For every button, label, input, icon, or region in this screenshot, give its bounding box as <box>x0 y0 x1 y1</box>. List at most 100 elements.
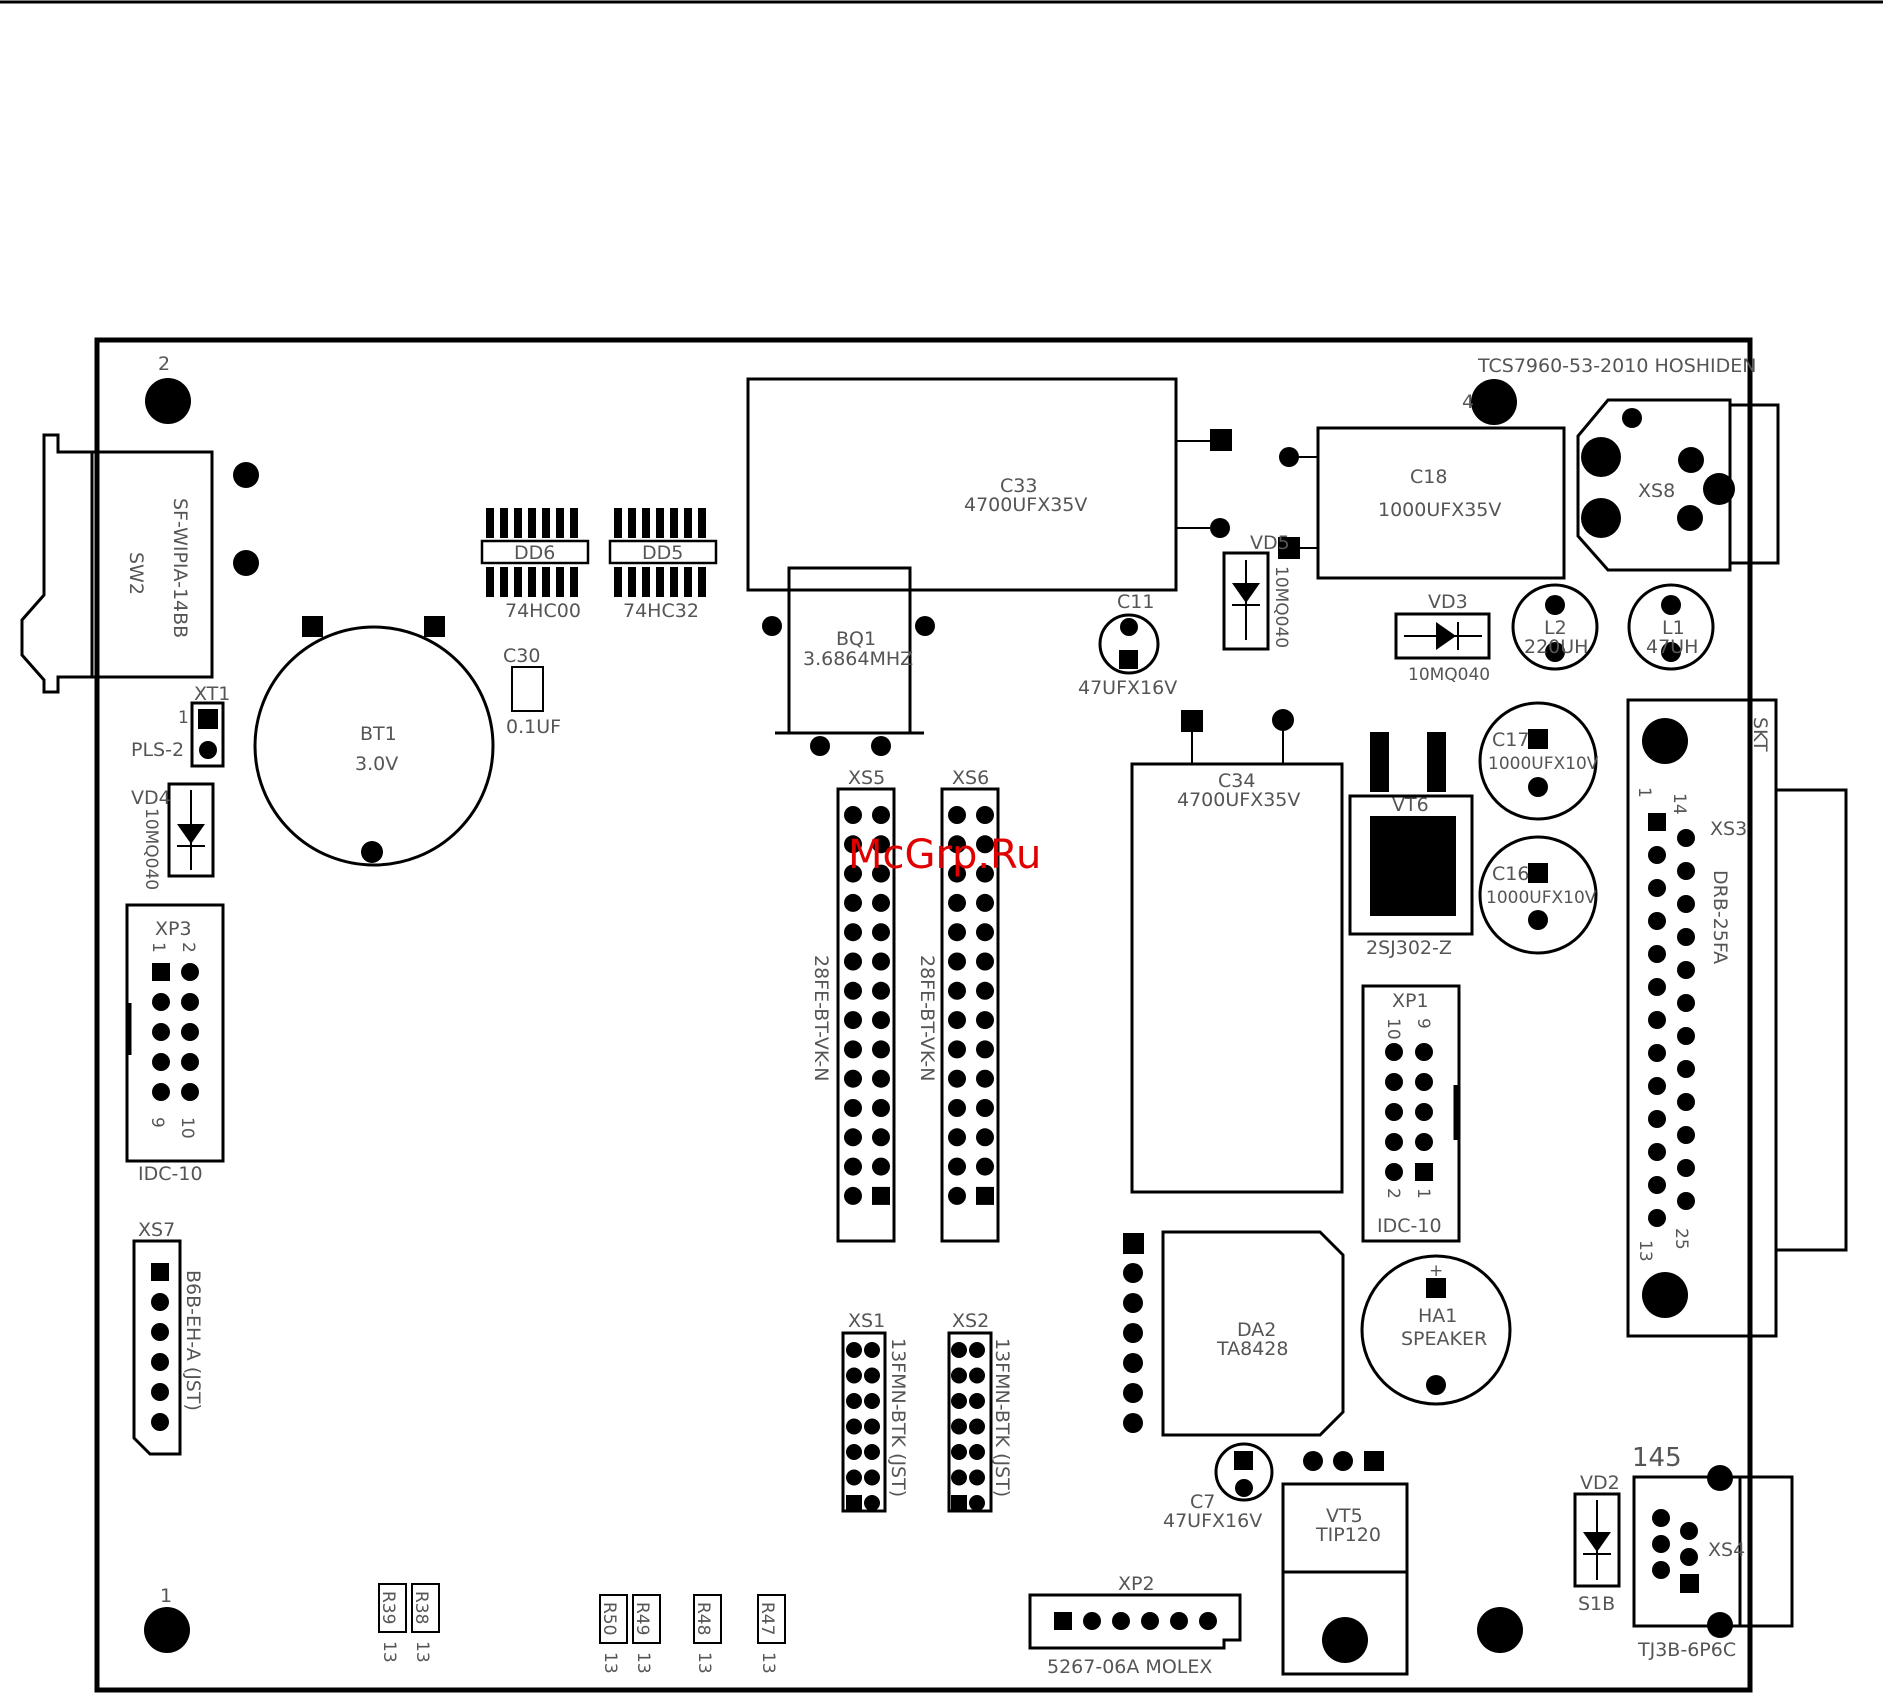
c30-value: 0.1UF <box>506 716 561 738</box>
r47-ref: R47 <box>757 1602 777 1635</box>
xp3-pin-10-label: 10 <box>177 1117 197 1139</box>
watermark: McGrp.Ru <box>848 832 1041 878</box>
pin-pad <box>1677 862 1695 880</box>
c11-capacitor <box>1098 613 1160 675</box>
pin-pad <box>872 952 890 971</box>
pin-pad <box>872 1186 890 1205</box>
r48-ref: R48 <box>693 1602 713 1635</box>
pin-pad <box>976 1157 994 1176</box>
pin-pad <box>151 1383 169 1401</box>
xp3-pin-2-label: 2 <box>178 942 198 953</box>
pin-pad <box>948 835 966 854</box>
pin-pad <box>969 1342 985 1358</box>
xs5-ref: XS5 <box>848 767 885 789</box>
pin-pad <box>872 806 890 824</box>
pin-pad <box>1677 994 1695 1012</box>
pin-pad <box>951 1469 967 1486</box>
pin-pad <box>948 1011 966 1030</box>
vd3-ref: VD3 <box>1428 591 1468 613</box>
l1-inductor <box>1627 583 1715 671</box>
pin-pad <box>1415 1073 1433 1091</box>
vd5-diode <box>1222 551 1270 651</box>
xs1-ref: XS1 <box>848 1310 885 1332</box>
pin-pad <box>948 1128 966 1147</box>
xs8-connector <box>1576 398 1780 572</box>
c30-capacitor <box>511 666 544 712</box>
ha1-ref: HA1 <box>1418 1305 1457 1327</box>
vt6-ref: VT6 <box>1392 794 1429 816</box>
pin-pad <box>846 1393 862 1409</box>
mount-label-4: 4 <box>1462 391 1474 413</box>
xs5-part: 28FE-BT-VK-N <box>810 955 832 1081</box>
pin-pad <box>844 1040 862 1059</box>
pin-pad <box>951 1418 967 1435</box>
pin-pad <box>151 1323 169 1341</box>
pin-pad <box>976 864 994 883</box>
pin-pad <box>844 1157 862 1176</box>
xs1-connector <box>841 1331 887 1513</box>
pin-pad <box>1648 945 1666 963</box>
pin-pad <box>1083 1612 1101 1630</box>
pin-pad <box>1170 1612 1188 1630</box>
xs4-part: TJ3B-6P6C <box>1637 1639 1736 1661</box>
pin-pad <box>1648 1044 1666 1062</box>
xs4-ref: XS4 <box>1708 1539 1745 1561</box>
bt1-battery <box>253 616 495 867</box>
vt6-transistor <box>1348 732 1474 936</box>
pin-pad <box>948 864 966 883</box>
pin-pad <box>152 1053 170 1071</box>
xp1-pins <box>1385 1043 1433 1181</box>
r49-size: 13 <box>633 1652 653 1674</box>
vd3-diode <box>1394 612 1491 660</box>
skt-label: SKT <box>1749 717 1771 752</box>
xs3-pin-14-label: 14 <box>1669 793 1689 815</box>
xt1-ref: XT1 <box>194 683 230 705</box>
pin-pad <box>152 993 170 1011</box>
xs1-part: 13FMN-BTK (JST) <box>887 1338 909 1497</box>
l1-ref: L1 <box>1662 617 1685 639</box>
c33-value: 4700UFX35V <box>964 494 1087 516</box>
pin-pad <box>864 1367 880 1384</box>
l2-value: 220UH <box>1524 636 1588 658</box>
c16-capacitor <box>1478 835 1598 955</box>
pin-pad <box>864 1342 880 1358</box>
vd5-part: 10MQ040 <box>1271 566 1291 648</box>
pin-pad <box>948 923 966 942</box>
c17-capacitor <box>1478 701 1598 821</box>
pin-pad <box>844 1186 862 1205</box>
pin-pad <box>872 835 890 854</box>
vd4-part: 10MQ040 <box>141 808 161 890</box>
xs4-connector <box>1632 1465 1794 1638</box>
da2-ref: DA2 <box>1237 1319 1276 1341</box>
xp3-header <box>125 903 225 1163</box>
pin-pad <box>151 1413 169 1431</box>
pin-pad <box>1648 1143 1666 1161</box>
pin-pad <box>951 1367 967 1384</box>
l1-value: 47UH <box>1646 636 1698 658</box>
pin-pad <box>976 1011 994 1030</box>
c11-value: 47UFX16V <box>1078 677 1177 699</box>
pin-pad <box>1648 846 1666 864</box>
pin-pad <box>844 1128 862 1147</box>
c18-ref: C18 <box>1410 466 1447 488</box>
vt5-ref: VT5 <box>1326 1505 1363 1527</box>
pin-pad <box>1648 813 1666 831</box>
board-outline <box>94 337 1753 1693</box>
vd4-ref: VD4 <box>131 787 171 809</box>
bq1-ref: BQ1 <box>836 628 876 650</box>
c33-capacitor <box>746 377 1232 592</box>
pin-pad <box>948 1157 966 1176</box>
r49-ref: R49 <box>632 1602 652 1635</box>
vd2-diode <box>1573 1492 1621 1588</box>
pin-pad <box>1677 961 1695 979</box>
pin-pad <box>1677 1192 1695 1210</box>
pin-pad <box>864 1418 880 1435</box>
xs3-connector <box>1626 698 1848 1338</box>
xs2-ref: XS2 <box>952 1310 989 1332</box>
dd6-part: 74HC00 <box>505 600 581 622</box>
xp2-ref: XP2 <box>1118 1573 1155 1595</box>
pin-pad <box>872 923 890 942</box>
pin-pad <box>1648 912 1666 930</box>
xs3-pin-1-label: 1 <box>1634 787 1654 798</box>
pin-pad <box>976 893 994 912</box>
